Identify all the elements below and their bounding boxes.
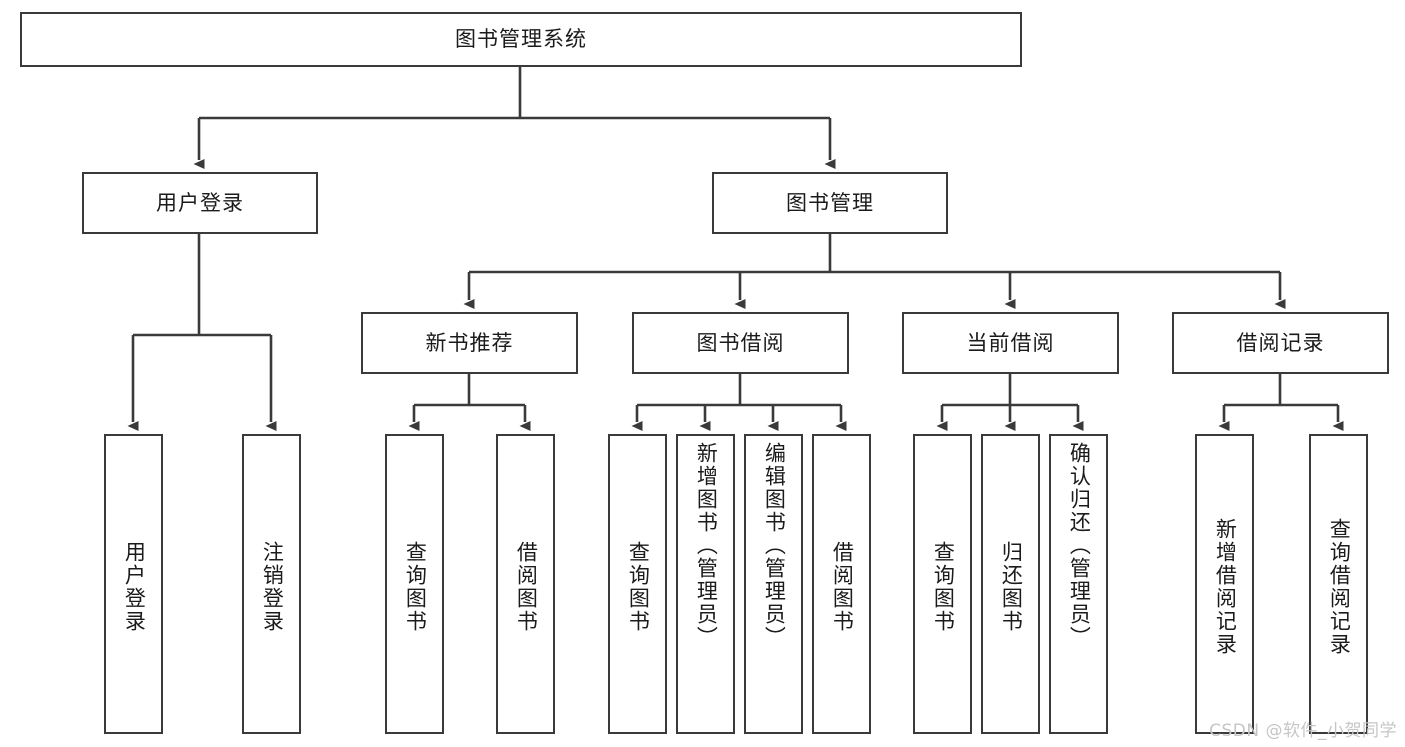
node-leaf-search-borrow-record[interactable]: 查询借阅记录 bbox=[1309, 434, 1368, 734]
node-book-management-label: 图书管理 bbox=[786, 190, 874, 215]
node-leaf-edit-book-admin[interactable]: 编辑图书（管理员） bbox=[744, 434, 803, 734]
node-leaf-edit-book-admin-label: 编辑图书（管理员） bbox=[762, 442, 787, 649]
node-leaf-confirm-return-admin[interactable]: 确认归还（管理员） bbox=[1049, 434, 1108, 734]
node-leaf-current-search-book[interactable]: 查询图书 bbox=[913, 434, 972, 734]
node-leaf-return-book[interactable]: 归还图书 bbox=[981, 434, 1040, 734]
node-book-borrow-label: 图书借阅 bbox=[696, 330, 785, 355]
node-leaf-borrow-book[interactable]: 借阅图书 bbox=[812, 434, 871, 734]
node-leaf-confirm-return-admin-label: 确认归还（管理员） bbox=[1067, 442, 1092, 649]
node-current-borrow-label: 当前借阅 bbox=[966, 330, 1055, 355]
node-root-system-label: 图书管理系统 bbox=[455, 27, 587, 52]
node-leaf-logout[interactable]: 注销登录 bbox=[242, 434, 301, 734]
node-leaf-new-book-borrow-label: 借阅图书 bbox=[514, 541, 539, 633]
node-book-borrow[interactable]: 图书借阅 bbox=[632, 312, 849, 374]
node-book-management[interactable]: 图书管理 bbox=[712, 172, 948, 234]
node-leaf-user-login[interactable]: 用户登录 bbox=[104, 434, 163, 734]
node-new-book-recommend[interactable]: 新书推荐 bbox=[361, 312, 578, 374]
node-leaf-new-book-borrow[interactable]: 借阅图书 bbox=[496, 434, 555, 734]
node-leaf-logout-label: 注销登录 bbox=[260, 541, 285, 633]
node-leaf-borrow-search-book[interactable]: 查询图书 bbox=[608, 434, 667, 734]
node-leaf-borrow-search-book-label: 查询图书 bbox=[626, 541, 651, 633]
node-user-login-label: 用户登录 bbox=[156, 190, 244, 215]
csdn-watermark: CSDN @软件_小贺同学 bbox=[1209, 721, 1397, 741]
node-leaf-add-book-admin[interactable]: 新增图书（管理员） bbox=[676, 434, 735, 734]
node-leaf-borrow-book-label: 借阅图书 bbox=[830, 541, 855, 633]
node-leaf-search-borrow-record-label: 查询借阅记录 bbox=[1327, 518, 1352, 656]
node-leaf-user-login-label: 用户登录 bbox=[122, 541, 147, 633]
node-borrow-record-label: 借阅记录 bbox=[1236, 330, 1325, 355]
node-leaf-current-search-book-label: 查询图书 bbox=[931, 541, 956, 633]
node-current-borrow[interactable]: 当前借阅 bbox=[902, 312, 1119, 374]
node-leaf-new-book-search-label: 查询图书 bbox=[403, 541, 428, 633]
node-borrow-record[interactable]: 借阅记录 bbox=[1172, 312, 1389, 374]
node-root-system[interactable]: 图书管理系统 bbox=[20, 12, 1022, 67]
node-leaf-add-borrow-record-label: 新增借阅记录 bbox=[1213, 518, 1238, 656]
node-user-login[interactable]: 用户登录 bbox=[82, 172, 318, 234]
node-leaf-add-book-admin-label: 新增图书（管理员） bbox=[694, 442, 719, 649]
node-leaf-return-book-label: 归还图书 bbox=[999, 541, 1024, 633]
node-new-book-recommend-label: 新书推荐 bbox=[425, 330, 514, 355]
node-leaf-add-borrow-record[interactable]: 新增借阅记录 bbox=[1195, 434, 1254, 734]
node-leaf-new-book-search[interactable]: 查询图书 bbox=[385, 434, 444, 734]
